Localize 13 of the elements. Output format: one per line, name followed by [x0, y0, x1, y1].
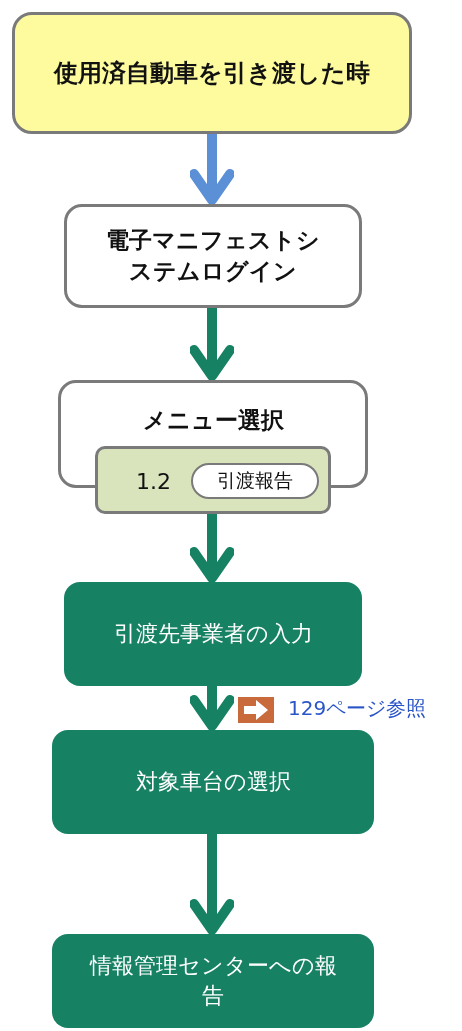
process-box: 電子マニフェストシステムログイン — [64, 204, 362, 308]
page-reference: 129ページ参照 — [288, 695, 427, 722]
process-box: 対象車台の選択 — [52, 730, 374, 834]
start-box: 使用済自動車を引き渡した時 — [12, 12, 412, 134]
process-box: 引渡先事業者の入力 — [64, 582, 362, 686]
menu-item-box — [95, 446, 331, 514]
process-box: 情報管理センターへの報告 — [52, 934, 374, 1028]
arrow — [189, 134, 235, 205]
arrow — [189, 514, 235, 583]
arrow — [189, 308, 235, 381]
arrow — [189, 834, 235, 935]
report-pill: 引渡報告 — [191, 463, 319, 499]
arrow — [189, 686, 235, 731]
